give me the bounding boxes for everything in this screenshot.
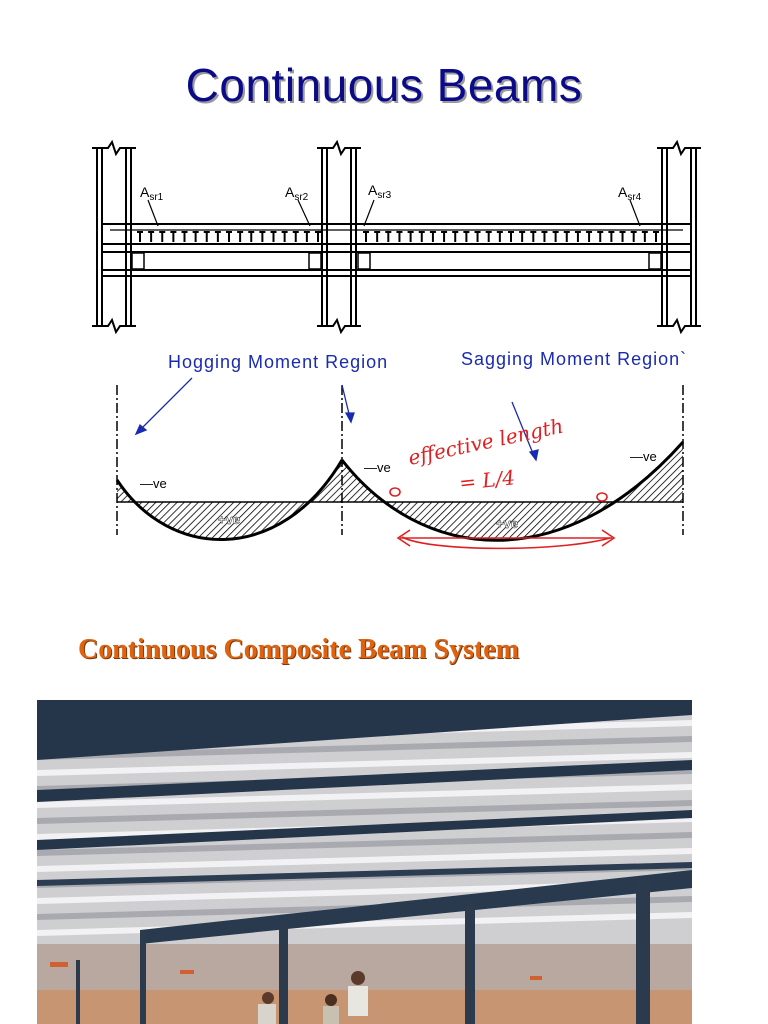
column-left [92, 139, 136, 335]
shear-stud [248, 231, 255, 242]
handwritten-effective-length: effective length [406, 414, 565, 470]
shear-stud [641, 231, 648, 242]
rebar-label-asr3: Asr3 [368, 182, 392, 201]
shear-stud [148, 231, 155, 242]
shear-stud [586, 231, 593, 242]
shear-stud [259, 231, 266, 242]
shear-stud [463, 231, 470, 242]
shear-stud [541, 231, 548, 242]
shear-stud [474, 231, 481, 242]
shear-stud [485, 231, 492, 242]
shear-studs [137, 231, 659, 242]
slide-title: Continuous Beams [185, 59, 583, 111]
handwritten-l-over-4: = L/4 [458, 465, 516, 495]
column-middle [317, 139, 361, 335]
handwritten-annotation [389, 487, 616, 550]
shear-stud [192, 231, 199, 242]
deck-stripe [37, 800, 692, 824]
deck-stripe [37, 880, 692, 904]
moment-diagram: —ve —ve —ve +ve +ve [115, 377, 685, 542]
shear-stud [552, 231, 559, 242]
shear-stud [214, 231, 221, 242]
shear-stud [226, 231, 232, 242]
negative-moment-label-left: —ve [140, 476, 167, 491]
shear-stud [574, 231, 581, 242]
shear-stud [281, 231, 288, 242]
deck-stripe [37, 736, 692, 760]
deck-stripe [37, 752, 692, 776]
rebar-label-asr1: Asr1 [140, 184, 164, 203]
shear-stud [385, 231, 392, 242]
shear-stud [237, 231, 244, 242]
positive-moment-label-2: +ve [496, 516, 518, 531]
shear-stud [407, 231, 414, 242]
shear-stud [137, 231, 143, 242]
shear-stud [630, 231, 637, 242]
shear-stud [418, 231, 425, 242]
shear-stud [374, 231, 381, 242]
negative-moment-label-middle: —ve [364, 460, 391, 475]
shear-stud [597, 231, 604, 242]
shear-stud [563, 231, 570, 242]
slab-and-beam [102, 223, 691, 277]
shear-stud [619, 231, 626, 242]
shear-stud [429, 231, 436, 242]
hogging-moment-region-label: Hogging Moment Region [168, 352, 389, 372]
deck-stripe [37, 848, 692, 872]
shear-stud [519, 231, 526, 242]
shear-stud [530, 231, 537, 242]
slide-subtitle: Continuous Composite Beam System [78, 634, 520, 665]
shear-stud [315, 231, 321, 242]
shear-stud [170, 231, 177, 242]
shear-stud [653, 231, 659, 242]
sagging-moment-region-label: Sagging Moment Region` [461, 349, 688, 369]
shear-stud [159, 231, 166, 242]
rebar-label-asr4: Asr4 [618, 184, 642, 203]
shear-stud [363, 231, 369, 242]
shear-stud [508, 231, 514, 242]
deck-stripe [37, 784, 692, 808]
rebar-label-asr2: Asr2 [285, 184, 309, 203]
shear-stud [303, 231, 310, 242]
shear-stud [396, 231, 403, 242]
shear-stud [181, 231, 188, 242]
deck-stripe [37, 832, 692, 856]
shear-stud [496, 231, 503, 242]
shear-stud [270, 231, 277, 242]
negative-moment-label-right: —ve [630, 449, 657, 464]
shear-stud [608, 231, 615, 242]
column-right [657, 139, 701, 335]
shear-stud [441, 231, 448, 242]
composite-beam-photo [37, 700, 692, 1024]
shear-stud [203, 231, 210, 242]
positive-moment-label-1: +ve [218, 512, 240, 527]
shear-stud [452, 231, 459, 242]
shear-stud [292, 231, 299, 242]
